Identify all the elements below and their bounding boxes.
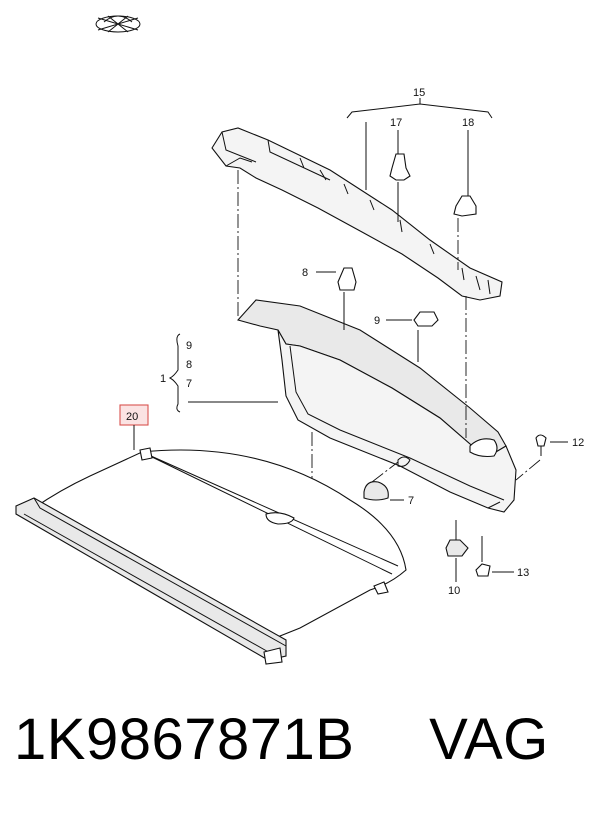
- callout-12: 12: [572, 437, 584, 449]
- parts-diagram: 15 17 18 8 9 1 9: [15, 15, 584, 665]
- part-18-clip: [453, 130, 477, 270]
- part-9-clip: [386, 311, 439, 362]
- part-20-luggage-cover: [15, 447, 407, 665]
- callout-18: 18: [462, 117, 474, 129]
- callout-8-group: 8: [186, 359, 192, 371]
- part-15-upper-trim: [211, 127, 503, 301]
- part-17-clip: [389, 130, 411, 222]
- main-shelf-panel: [236, 299, 517, 513]
- manufacturer-logo: [95, 15, 141, 33]
- callout-17: 17: [390, 117, 402, 129]
- part-7-cap: [363, 461, 404, 501]
- part-number: 1K9867871B: [14, 707, 355, 772]
- callout-20: 20: [126, 411, 138, 423]
- callout-8-upper: 8: [302, 267, 308, 279]
- callout-1: 1: [160, 373, 166, 385]
- callout-10: 10: [448, 585, 460, 597]
- callout-13: 13: [517, 567, 529, 579]
- part-caption: 1K9867871B VAG: [14, 706, 594, 796]
- callout-9-group: 9: [186, 340, 192, 352]
- callout-15-bracket: [346, 98, 493, 190]
- callout-7: 7: [408, 495, 414, 507]
- callout-20-box: [119, 404, 149, 450]
- callout-15: 15: [413, 87, 425, 99]
- part-13-nut: [475, 536, 514, 577]
- part-10-clip: [445, 520, 469, 582]
- callout-7-group: 7: [186, 378, 192, 390]
- part-8-clip: [316, 267, 357, 330]
- callout-9-upper: 9: [374, 315, 380, 327]
- part-12-screw: [515, 434, 568, 481]
- callout-1-bracket: [168, 333, 278, 413]
- brand-name: VAG: [429, 707, 549, 772]
